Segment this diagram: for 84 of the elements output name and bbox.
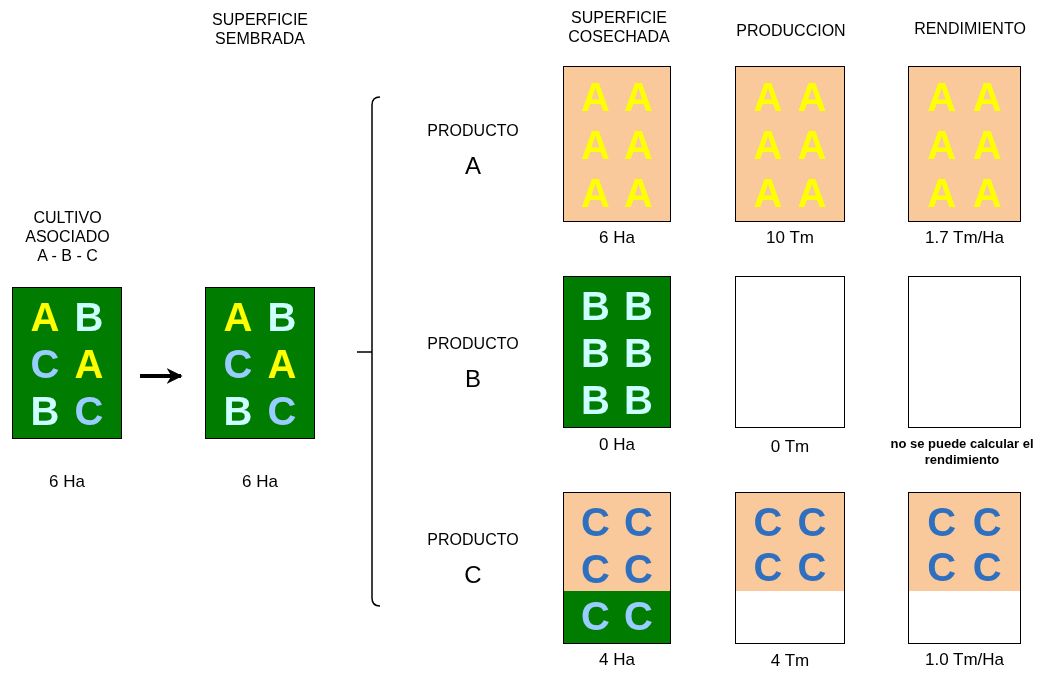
- crop-letter: B: [581, 286, 610, 327]
- crop-letter: C: [972, 547, 1002, 588]
- area-value: 4 Ha: [598, 650, 636, 671]
- product-label: B: [464, 365, 482, 394]
- crop-letter: A: [797, 125, 827, 165]
- area-value: 0 Ha: [598, 435, 636, 456]
- crop-letter: C: [927, 547, 957, 588]
- crop-letter: B: [624, 286, 653, 327]
- product-label: PRODUCTO: [426, 530, 520, 550]
- crop-letter: A: [624, 125, 653, 165]
- crop-letter: C: [797, 501, 827, 542]
- crop-letter: A: [581, 77, 610, 117]
- crop-letter: B: [267, 297, 297, 338]
- field-plot: [563, 276, 671, 428]
- group-heading: CULTIVO ASOCIADO A - B - C: [24, 208, 111, 266]
- area-value: 6 Ha: [598, 228, 636, 249]
- column-header: SUPERFICIE COSECHADA: [567, 8, 671, 47]
- crop-letter: B: [624, 379, 653, 420]
- crop-letter: A: [927, 125, 957, 165]
- crop-letter: A: [797, 77, 827, 117]
- arrow: [140, 368, 183, 384]
- crop-letter: A: [624, 77, 653, 117]
- crop-letter: C: [30, 344, 60, 384]
- area-value: 6 Ha: [48, 472, 86, 493]
- crop-letter: B: [223, 390, 253, 431]
- product-label: A: [464, 152, 482, 181]
- crop-letter: A: [581, 125, 610, 165]
- crop-letter: C: [753, 547, 783, 588]
- crop-letter: C: [223, 344, 253, 384]
- crop-letter: B: [30, 390, 60, 431]
- crop-letter: C: [753, 501, 783, 542]
- crop-letter: C: [581, 595, 610, 636]
- empty-plot: [908, 276, 1021, 428]
- field-plot: [908, 66, 1021, 222]
- crop-letter: C: [972, 501, 1002, 542]
- crop-letter: C: [624, 595, 653, 636]
- crop-letter: A: [753, 77, 783, 117]
- crop-letter: C: [267, 390, 297, 431]
- area-value: 1.0 Tm/Ha: [923, 650, 1006, 671]
- crop-letter: A: [753, 173, 783, 213]
- area-value: 0 Tm: [769, 437, 811, 458]
- crop-letter: A: [927, 77, 957, 117]
- column-header: SUPERFICIE SEMBRADA: [211, 10, 309, 49]
- crop-letter: A: [972, 77, 1002, 117]
- field-plot: [563, 492, 671, 644]
- field-plot: [908, 492, 1021, 644]
- field-plot: [563, 66, 671, 222]
- crop-letter: A: [624, 173, 653, 213]
- crop-letter: A: [972, 173, 1002, 213]
- field-plot: [735, 66, 845, 222]
- crop-letter: C: [581, 502, 610, 543]
- crop-letter: A: [927, 173, 957, 213]
- crop-letter: A: [30, 297, 60, 338]
- area-value: 4 Tm: [769, 651, 811, 672]
- area-value: 10 Tm: [765, 228, 815, 249]
- crop-letter: A: [972, 125, 1002, 165]
- column-header: RENDIMIENTO: [913, 19, 1027, 39]
- crop-letter: B: [581, 379, 610, 420]
- crop-letter: C: [927, 501, 957, 542]
- crop-letter: C: [797, 547, 827, 588]
- crop-letter: B: [624, 333, 653, 373]
- crop-letter: C: [624, 549, 653, 589]
- crop-letter: A: [267, 344, 297, 384]
- crop-letter: A: [74, 344, 104, 384]
- product-label: C: [463, 561, 483, 590]
- column-header: PRODUCCION: [735, 21, 847, 41]
- empty-plot: [735, 276, 845, 428]
- note-text: no se puede calcular el rendimiento: [889, 436, 1035, 468]
- crop-letter: A: [753, 125, 783, 165]
- field-plot: [12, 287, 122, 439]
- crop-letter: C: [74, 390, 104, 431]
- field-plot: [735, 492, 845, 644]
- product-label: PRODUCTO: [426, 334, 520, 354]
- area-value: 6 Ha: [241, 472, 279, 493]
- crop-letter: A: [223, 297, 253, 338]
- crop-letter: B: [581, 333, 610, 373]
- area-value: 1.7 Tm/Ha: [923, 228, 1006, 249]
- crop-letter: C: [581, 549, 610, 589]
- crop-letter: B: [74, 297, 104, 338]
- field-plot: [205, 287, 315, 439]
- product-label: PRODUCTO: [426, 121, 520, 141]
- crop-letter: C: [624, 502, 653, 543]
- crop-letter: A: [797, 173, 827, 213]
- crop-letter: A: [581, 173, 610, 213]
